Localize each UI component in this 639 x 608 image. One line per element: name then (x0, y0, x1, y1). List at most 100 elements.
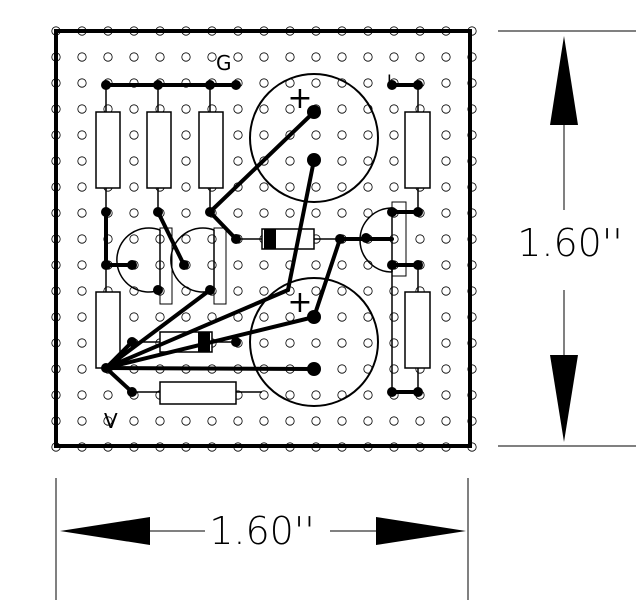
arrow-right-icon (376, 517, 466, 545)
board-hole (77, 130, 87, 140)
board-hole (441, 312, 451, 322)
board-hole (285, 52, 295, 62)
board-hole (363, 338, 373, 348)
board-hole (129, 234, 139, 244)
board-hole (363, 52, 373, 62)
board-hole (77, 52, 87, 62)
arrow-down-icon (550, 355, 578, 442)
resistor-r3 (198, 85, 224, 217)
output-rail (387, 80, 423, 90)
board-hole (389, 156, 399, 166)
board-hole (285, 130, 295, 140)
board-hole (337, 286, 347, 296)
board-hole (77, 156, 87, 166)
board-hole (363, 286, 373, 296)
board-hole (363, 416, 373, 426)
board-hole (311, 338, 321, 348)
board-hole (389, 104, 399, 114)
board-hole (259, 338, 269, 348)
board-hole (337, 208, 347, 218)
board-hole (441, 182, 451, 192)
board-hole (181, 182, 191, 192)
board-hole (311, 182, 321, 192)
wire-link-pads (101, 260, 397, 397)
board-hole (441, 130, 451, 140)
board-hole (389, 364, 399, 374)
board-hole (441, 416, 451, 426)
board-hole (363, 130, 373, 140)
board-hole (441, 260, 451, 270)
board-hole (441, 364, 451, 374)
board-hole (155, 312, 165, 322)
board-hole (233, 156, 243, 166)
board-hole (441, 338, 451, 348)
board-hole (415, 234, 425, 244)
board-hole (259, 182, 269, 192)
board-hole (259, 312, 269, 322)
width-dimension: 1.60'' (55, 478, 469, 600)
board-hole (207, 260, 217, 270)
resistor-r1 (95, 85, 121, 217)
board-hole (441, 156, 451, 166)
board-hole (77, 234, 87, 244)
board-hole (415, 52, 425, 62)
board-hole (285, 338, 295, 348)
board-hole (259, 416, 269, 426)
diode-d1 (231, 228, 345, 250)
board-hole (311, 208, 321, 218)
board-hole (181, 312, 191, 322)
board-hole (337, 104, 347, 114)
board-hole (233, 416, 243, 426)
arrow-up-icon (550, 36, 578, 125)
board-hole (155, 52, 165, 62)
board-hole (207, 234, 217, 244)
board-hole (441, 234, 451, 244)
board-hole (337, 338, 347, 348)
board-hole (233, 130, 243, 140)
width-dimension-label: 1.60'' (209, 509, 315, 553)
board-hole (129, 52, 139, 62)
board-hole (103, 52, 113, 62)
board-hole (285, 416, 295, 426)
board-hole (77, 312, 87, 322)
board-hole (129, 312, 139, 322)
board-hole (311, 390, 321, 400)
board-hole (337, 416, 347, 426)
board-hole (363, 208, 373, 218)
capacitor-c1 (249, 73, 379, 203)
board-hole (77, 364, 87, 374)
board-hole (181, 208, 191, 218)
board-hole (181, 234, 191, 244)
board-hole (129, 208, 139, 218)
board-hole (259, 286, 269, 296)
board-hole (441, 390, 451, 400)
board-hole (129, 130, 139, 140)
board-hole (337, 364, 347, 374)
board-hole (415, 416, 425, 426)
resistor-r2 (146, 85, 172, 217)
board-hole (181, 416, 191, 426)
board-hole (77, 260, 87, 270)
board-hole (337, 130, 347, 140)
arrow-left-icon (60, 517, 150, 545)
board-hole (129, 104, 139, 114)
board-hole (129, 156, 139, 166)
board-hole (389, 312, 399, 322)
board-hole (181, 52, 191, 62)
board-hole (233, 52, 243, 62)
board-hole (363, 156, 373, 166)
board-hole (441, 286, 451, 296)
board-hole (389, 416, 399, 426)
board-hole (311, 52, 321, 62)
board-hole (77, 104, 87, 114)
height-dimension: 1.60'' (498, 30, 636, 447)
board-hole (259, 208, 269, 218)
board-hole (441, 52, 451, 62)
board-hole (441, 104, 451, 114)
ground-rail (101, 80, 241, 90)
board-hole (259, 130, 269, 140)
board-hole (233, 104, 243, 114)
board-hole (337, 52, 347, 62)
board-hole (77, 338, 87, 348)
